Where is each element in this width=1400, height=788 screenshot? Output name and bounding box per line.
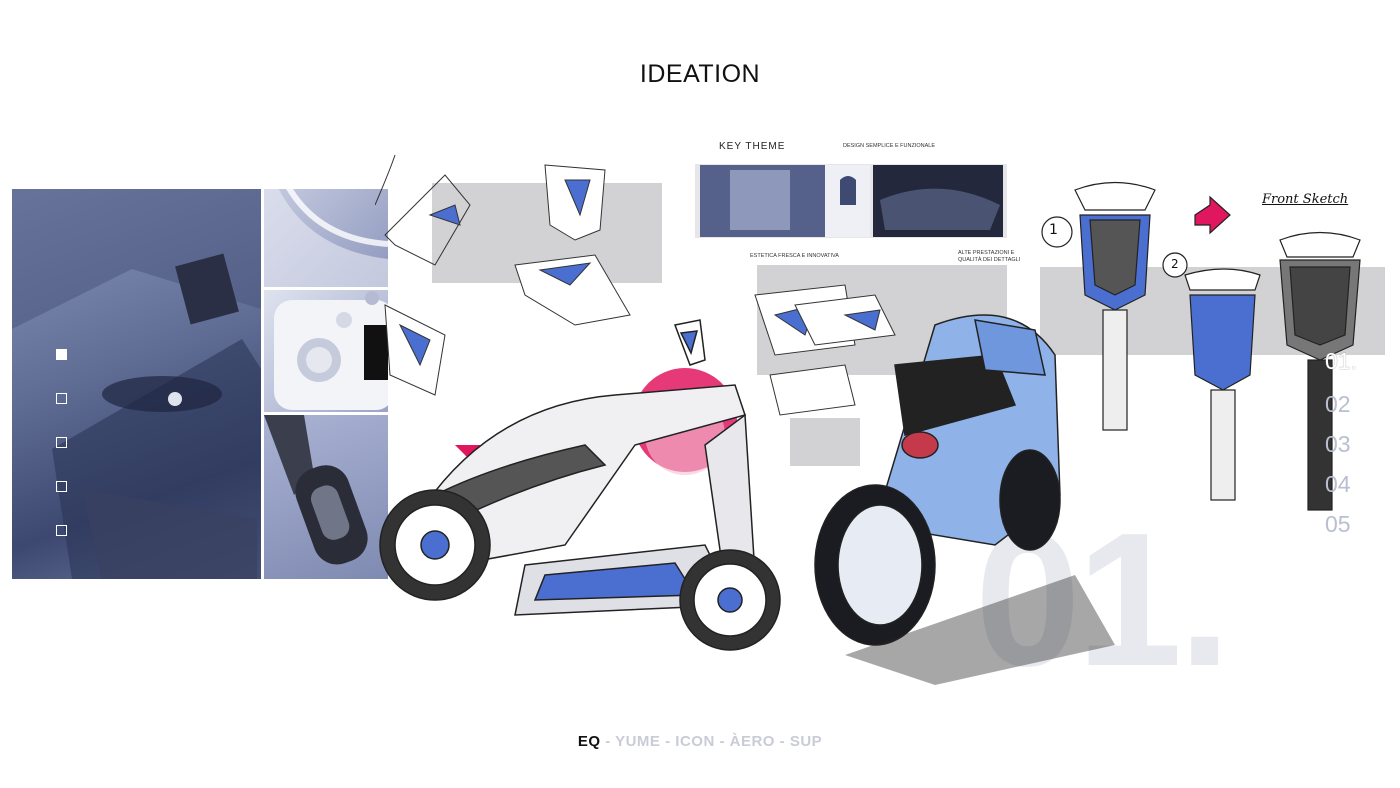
image-selector-box[interactable] xyxy=(56,349,67,360)
detail-photo-dashboard xyxy=(264,290,388,412)
key-theme-board xyxy=(690,160,1010,242)
main-scooter-side-sketch xyxy=(379,319,781,651)
detail-photo-grip xyxy=(264,415,388,579)
nav-item-eq[interactable]: EQ xyxy=(577,733,601,750)
note-simple-design: DESIGN SEMPLICE E FUNZIONALE xyxy=(843,143,935,149)
note-fresh-aesthetics: ESTETICA FRESCA E INNOVATIVA xyxy=(750,253,839,259)
key-theme-label: KEY THEME xyxy=(719,141,786,152)
front-sketch-label: Front Sketch xyxy=(1262,192,1349,207)
nav-separator: - xyxy=(660,733,676,750)
index-item-03[interactable]: 03 xyxy=(1325,431,1351,457)
image-selector-box[interactable] xyxy=(56,481,67,492)
nav-separator: - xyxy=(600,733,616,750)
main-scooter-rear-sketch xyxy=(814,314,1115,685)
detail-photo-handle xyxy=(264,189,388,287)
scooter-rider-image xyxy=(12,189,261,579)
front-sketch-step-2: 2 xyxy=(1171,257,1179,271)
note-high-performance: ALTE PRESTAZIONI E QUALITÀ DEI DETTAGLI xyxy=(958,250,1021,263)
image-selector-box[interactable] xyxy=(56,393,67,404)
project-nav: EQ - YUME - ICON - ÀERO - SUP xyxy=(0,733,1400,750)
index-item-05[interactable]: 05 xyxy=(1325,511,1351,537)
nav-separator: - xyxy=(714,733,730,750)
sketch-panel-3 xyxy=(790,418,860,466)
rider-photo xyxy=(12,189,261,579)
index-item-01[interactable]: 01. xyxy=(1325,348,1357,374)
image-selector-box[interactable] xyxy=(56,525,67,536)
concept-sketch-2 xyxy=(514,164,631,326)
image-selector-box[interactable] xyxy=(56,437,67,448)
front-sketch-step-1: 1 xyxy=(1049,222,1058,238)
index-item-02[interactable]: 02 xyxy=(1325,391,1351,417)
concept-sketch-4 xyxy=(754,284,896,416)
page-title: IDEATION xyxy=(639,60,761,88)
nav-item-aero[interactable]: ÀERO xyxy=(729,733,775,750)
front-view-sketches xyxy=(1041,181,1361,511)
nav-item-yume[interactable]: YUME xyxy=(615,733,661,750)
nav-separator: - xyxy=(774,733,790,750)
index-item-04[interactable]: 04 xyxy=(1325,471,1351,497)
concept-sketch-1 xyxy=(375,154,471,266)
scooter-sketches xyxy=(375,154,1361,685)
nav-item-sup[interactable]: SUP xyxy=(789,733,823,750)
nav-item-icon[interactable]: ICON xyxy=(675,733,715,750)
